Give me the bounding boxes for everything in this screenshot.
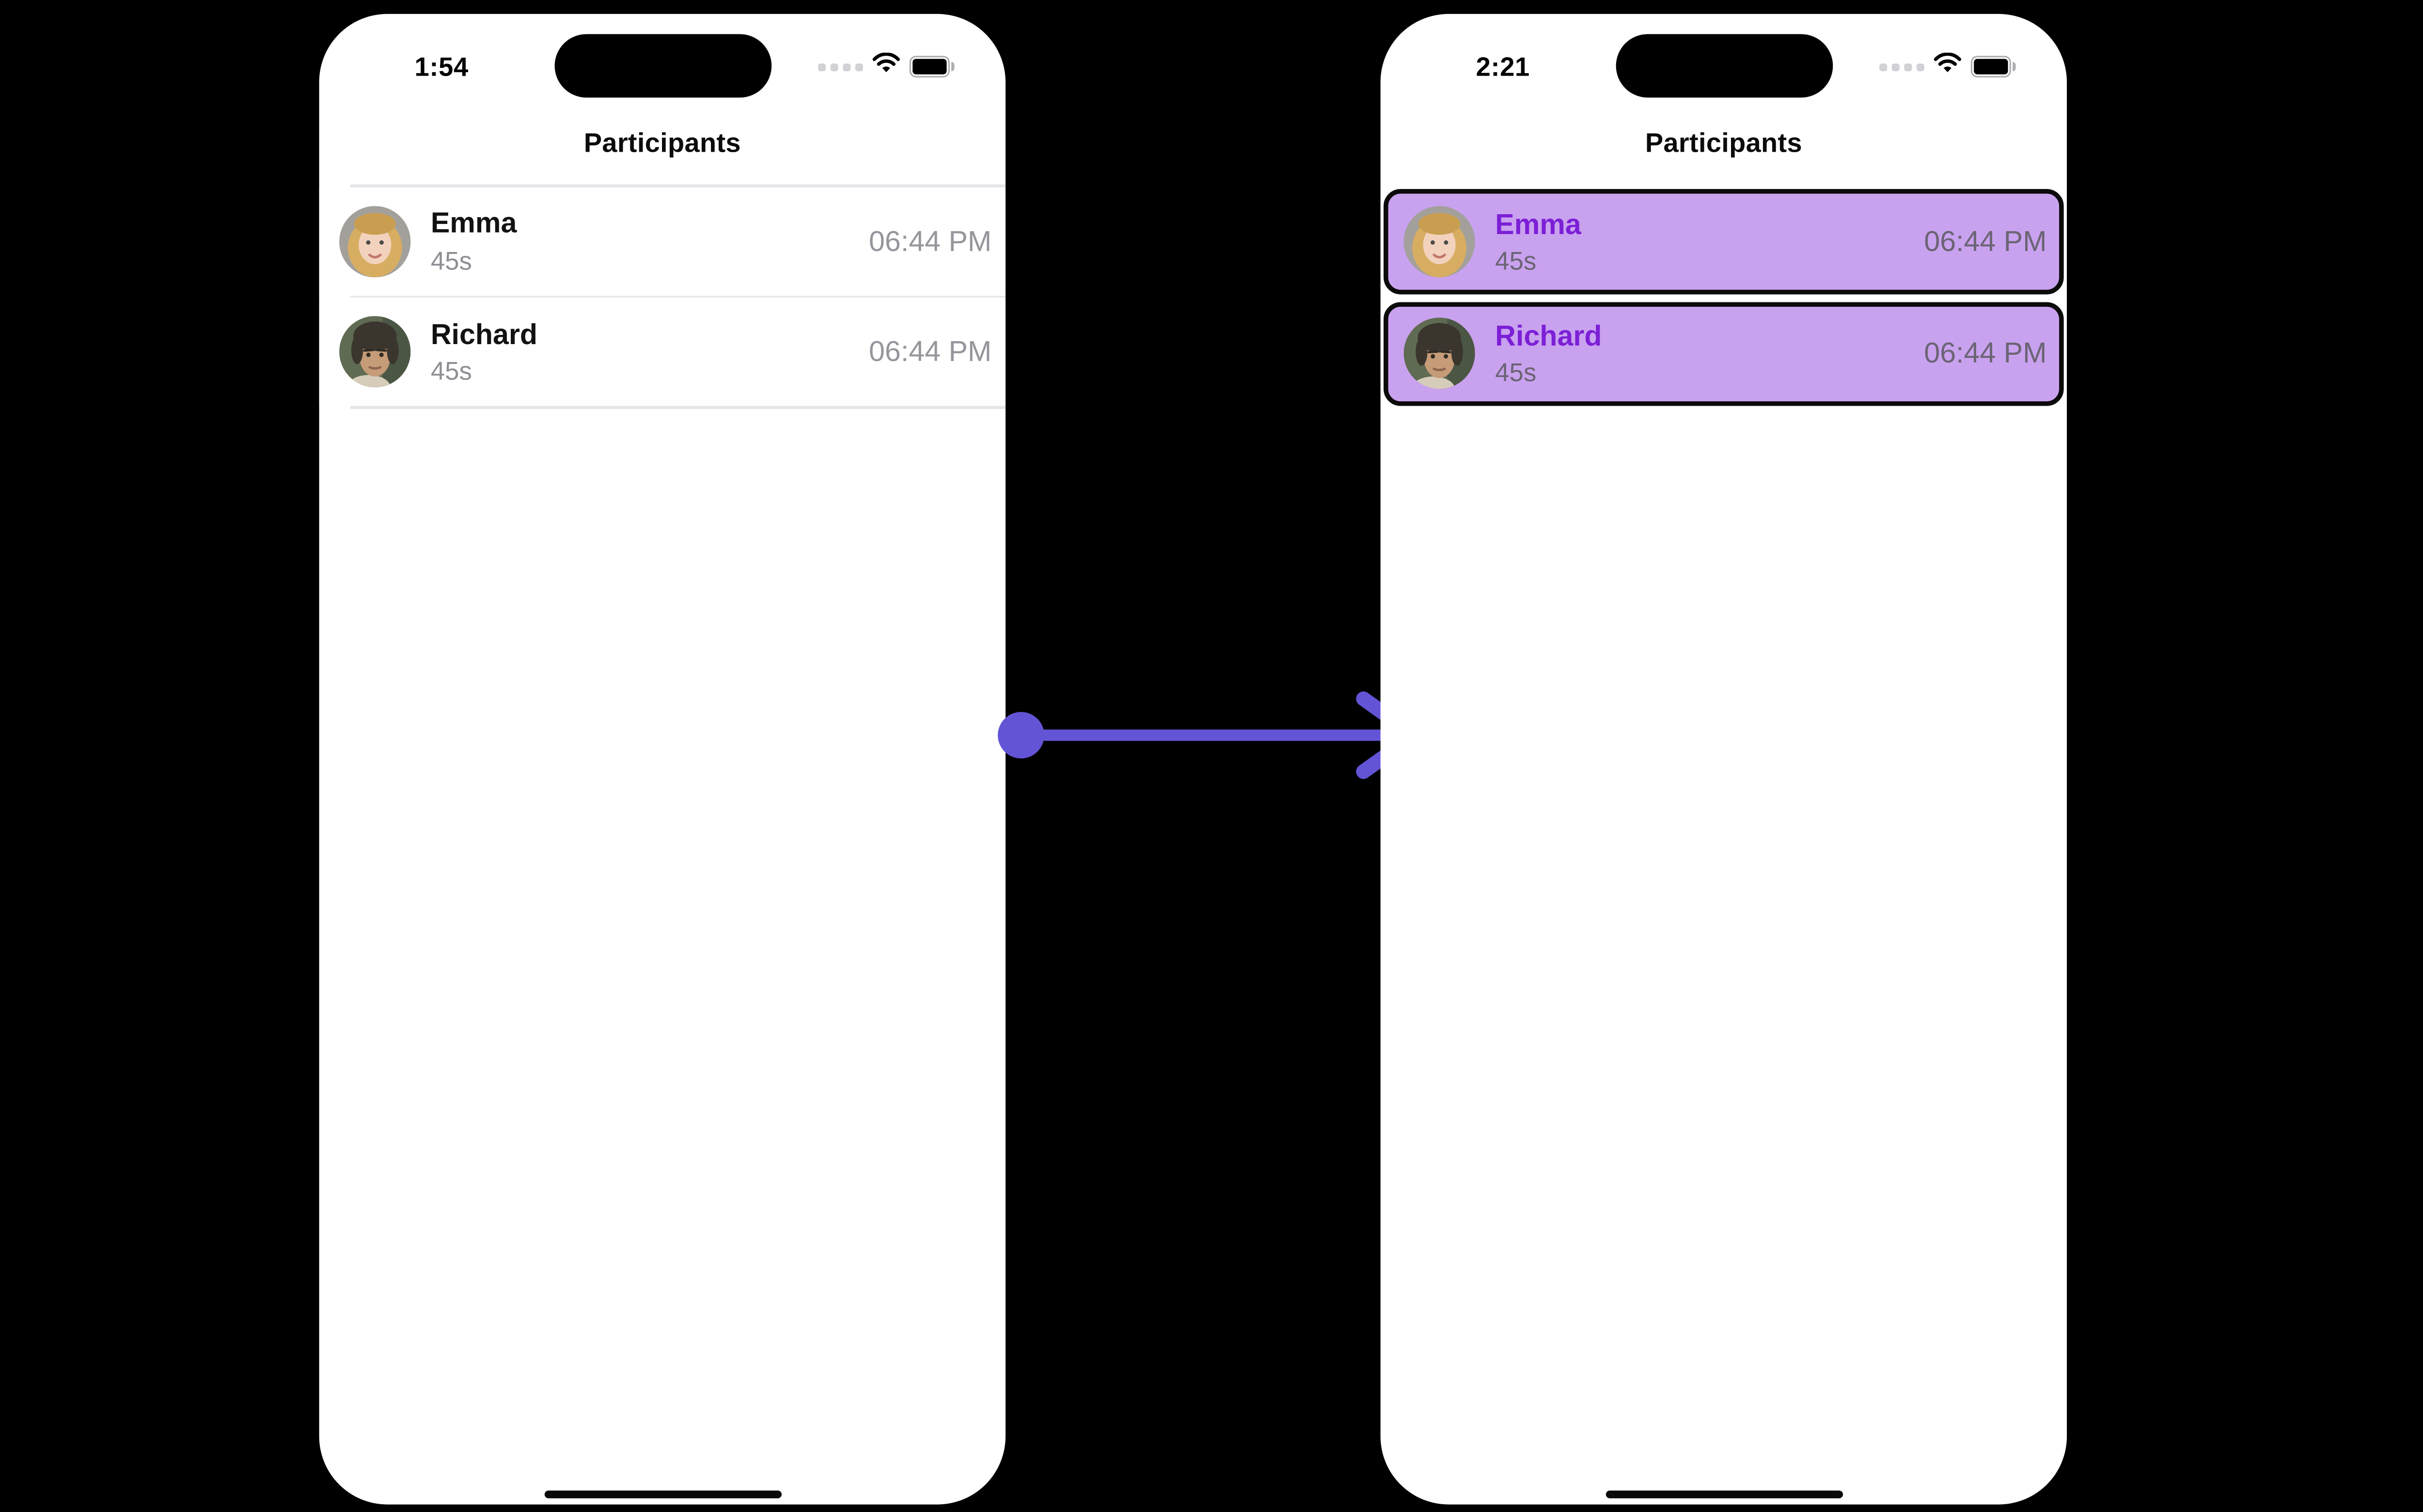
- participant-time: 06:44 PM: [1924, 224, 2047, 257]
- participant-duration: 45s: [430, 247, 472, 275]
- status-icons: [818, 52, 955, 81]
- phone-before: 1:54 Participants: [319, 14, 1006, 1505]
- participant-list: Emma 45s 06:44 PM: [319, 184, 1006, 409]
- divider: [350, 295, 1006, 298]
- nav-header: Participants: [319, 101, 1006, 185]
- status-time: 1:54: [414, 52, 469, 82]
- cellular-signal-dots-icon: [818, 63, 863, 71]
- emma-avatar: [1403, 205, 1475, 277]
- transition-arrow: [997, 691, 1422, 779]
- nav-header: Participants: [1381, 101, 2067, 185]
- participant-duration: 45s: [1495, 247, 1537, 276]
- emma-avatar: [339, 205, 411, 277]
- participant-row-richard[interactable]: Richard 45s 06:44 PM: [319, 297, 1006, 406]
- richard-avatar: [1403, 318, 1475, 390]
- status-bar: 1:54: [319, 14, 1006, 101]
- battery-icon: [909, 56, 955, 78]
- richard-avatar: [339, 316, 411, 388]
- participant-name: Richard: [430, 317, 538, 350]
- dynamic-island: [1615, 34, 1832, 98]
- participant-time: 06:44 PM: [1924, 336, 2047, 369]
- participant-info: Richard 45s: [431, 317, 857, 386]
- home-indicator[interactable]: [1605, 1490, 1842, 1498]
- participant-info: Richard 45s: [1495, 319, 1911, 388]
- participant-name: Emma: [430, 206, 517, 239]
- participant-duration: 45s: [1495, 360, 1537, 388]
- page-title: Participants: [583, 126, 741, 158]
- page-title: Participants: [1645, 126, 1802, 158]
- cellular-signal-dots-icon: [1879, 63, 1924, 71]
- phone-after: 2:21 Participants: [1380, 14, 2067, 1505]
- battery-icon: [1970, 56, 2016, 78]
- participant-info: Emma 45s: [431, 206, 857, 275]
- status-time: 2:21: [1476, 52, 1530, 82]
- status-bar: 2:21: [1381, 14, 2067, 101]
- wifi-icon: [872, 52, 900, 81]
- participant-row-emma-selected[interactable]: Emma 45s 06:44 PM: [1384, 189, 2064, 294]
- wifi-icon: [1934, 52, 1962, 81]
- participant-row-richard-selected[interactable]: Richard 45s 06:44 PM: [1384, 301, 2064, 406]
- participant-name: Emma: [1495, 206, 1581, 240]
- participant-duration: 45s: [430, 358, 472, 386]
- participant-time: 06:44 PM: [869, 334, 992, 367]
- participant-time: 06:44 PM: [869, 223, 992, 257]
- status-icons: [1879, 52, 2016, 81]
- divider: [350, 184, 1006, 187]
- participant-info: Emma 45s: [1495, 207, 1911, 276]
- participant-list-selected: Emma 45s 06:44 PM: [1381, 184, 2067, 406]
- participant-name: Richard: [1495, 319, 1602, 352]
- participant-row-emma[interactable]: Emma 45s 06:44 PM: [319, 187, 1006, 296]
- divider: [350, 406, 1006, 409]
- home-indicator[interactable]: [544, 1490, 781, 1498]
- dynamic-island: [553, 34, 771, 98]
